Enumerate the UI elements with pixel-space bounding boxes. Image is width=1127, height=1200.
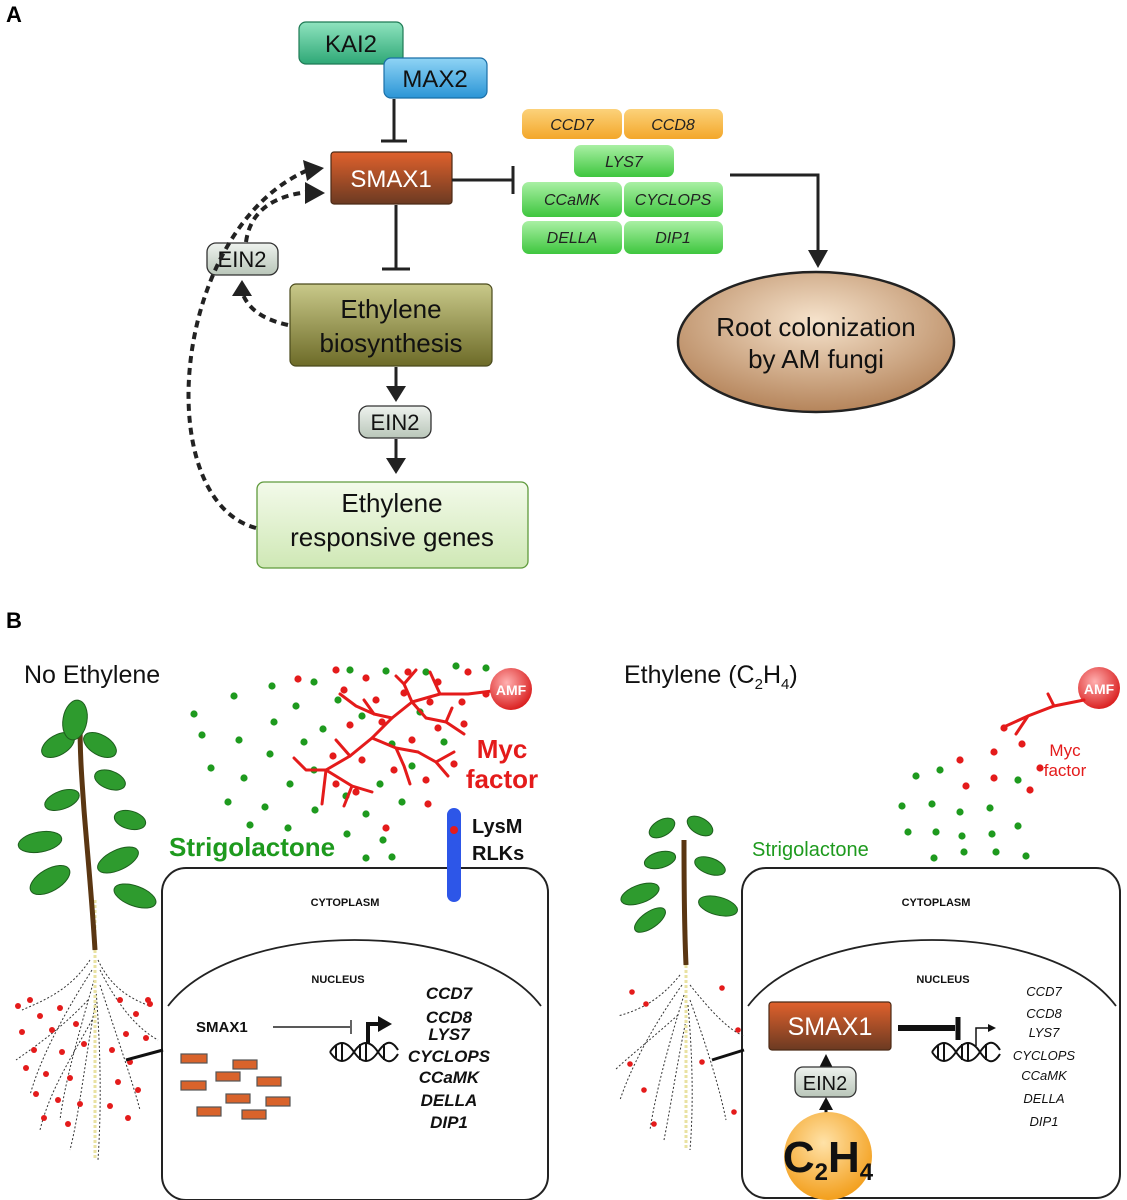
myc-factor-dots-right [956, 724, 1044, 794]
gene-lys7: LYS7 [574, 145, 674, 177]
kai2-box: KAI2 [298, 21, 404, 65]
gene-list-left: CCD7 CCD8 LYS7 CYCLOPS CCaMK DELLA DIP1 [408, 984, 491, 1132]
nucleus-left [167, 939, 542, 1007]
lysm-label: LysM [472, 816, 522, 838]
smax1-box-right: SMAX1 [768, 1001, 892, 1051]
strigolactone-dots-right [898, 766, 1030, 862]
svg-text:AMF: AMF [1084, 681, 1115, 697]
amf-hyphae-left [292, 668, 502, 808]
arrow-genes-colonization [730, 173, 820, 250]
ein2-mid-box: EIN2 [358, 405, 432, 439]
svg-text:DELLA: DELLA [547, 230, 598, 247]
root-colonization-ellipse: Root colonization by AM fungi [676, 270, 956, 414]
svg-text:biosynthesis: biosynthesis [319, 328, 462, 358]
kai2-label: KAI2 [325, 31, 377, 58]
myc-factor-dots-left [294, 666, 490, 832]
gene-cyclops: CYCLOPS [624, 182, 723, 217]
lysm-rlk-receptor [447, 808, 461, 902]
svg-text:CCaMK: CCaMK [1021, 1068, 1068, 1083]
ethylene-biosynthesis-box: Ethylene biosynthesis [289, 283, 493, 367]
ein2-side-box: EIN2 [206, 242, 279, 276]
dashed-loop-responsive-smax1 [186, 168, 309, 530]
max2-box: MAX2 [383, 57, 488, 99]
smax1-fragments [180, 1053, 291, 1120]
smax1-label-left: SMAX1 [196, 1019, 248, 1036]
svg-text:responsive genes: responsive genes [290, 522, 494, 552]
dna-left [329, 1041, 399, 1063]
svg-text:CCaMK: CCaMK [544, 192, 601, 209]
svg-text:C2H4: C2H4 [783, 1133, 874, 1186]
gene-dip1: DIP1 [624, 221, 723, 254]
smax1-box: SMAX1 [330, 151, 453, 205]
strigolactone-label-left: Strigolactone [169, 832, 335, 862]
max2-label: MAX2 [402, 66, 467, 93]
cytoplasm-label-right: CYTOPLASM [902, 897, 971, 909]
svg-text:EIN2: EIN2 [218, 247, 267, 272]
svg-text:DIP1: DIP1 [430, 1113, 468, 1132]
amf-circle-left: AMF [490, 668, 532, 710]
svg-text:by AM fungi: by AM fungi [748, 344, 884, 374]
amf-circle-right: AMF [1078, 667, 1120, 709]
dna-right [931, 1041, 1001, 1063]
plant-left [15, 699, 164, 1161]
gene-ccd7: CCD7 [522, 109, 622, 139]
strigolactone-label-right: Strigolactone [752, 839, 869, 861]
gene-della: DELLA [522, 221, 622, 254]
myc-factor-label-left-1: Myc [477, 734, 528, 764]
svg-text:Ethylene: Ethylene [340, 294, 441, 324]
svg-text:CCD8: CCD8 [426, 1008, 473, 1027]
svg-text:CCD8: CCD8 [1026, 1006, 1062, 1021]
dashed-loop-ethylene-ein2 [240, 291, 289, 327]
promoter-arrow-left [366, 1022, 380, 1044]
promoter-arrow-right [975, 1027, 990, 1046]
svg-text:CCD7: CCD7 [550, 117, 595, 134]
svg-text:CCD7: CCD7 [1026, 984, 1062, 999]
nucleus-label-left: NUCLEUS [311, 974, 364, 986]
dashed-loop-ein2-smax1 [244, 190, 309, 243]
svg-text:CYCLOPS: CYCLOPS [1013, 1048, 1075, 1063]
svg-text:DELLA: DELLA [1023, 1091, 1064, 1106]
myc-factor-label-right-2: factor [1044, 761, 1087, 780]
svg-text:DIP1: DIP1 [1030, 1114, 1059, 1129]
ethylene-responsive-box: Ethylene responsive genes [256, 481, 529, 569]
gene-ccd8: CCD8 [624, 109, 723, 139]
svg-text:Ethylene: Ethylene [341, 488, 442, 518]
svg-text:EIN2: EIN2 [803, 1073, 847, 1095]
svg-text:CCaMK: CCaMK [419, 1068, 481, 1087]
svg-text:CCD8: CCD8 [651, 117, 695, 134]
svg-text:DELLA: DELLA [421, 1091, 478, 1110]
nucleus-label-right: NUCLEUS [916, 974, 969, 986]
svg-text:SMAX1: SMAX1 [788, 1013, 873, 1041]
ein2-box-right: EIN2 [794, 1066, 857, 1098]
myc-factor-label-right-1: Myc [1049, 741, 1081, 760]
plant-right [614, 815, 745, 1151]
svg-text:LYS7: LYS7 [428, 1025, 471, 1044]
cytoplasm-label-left: CYTOPLASM [311, 897, 380, 909]
svg-text:LYS7: LYS7 [1029, 1025, 1060, 1040]
panel-b-label: B [6, 608, 22, 633]
ethylene-title: Ethylene (C2H4) [624, 661, 798, 693]
rlks-label: RLKs [472, 843, 524, 865]
svg-text:Root colonization: Root colonization [716, 312, 915, 342]
nucleus-right [747, 939, 1117, 1007]
panel-a-label: A [6, 2, 22, 27]
svg-text:CCD7: CCD7 [426, 984, 474, 1003]
svg-text:CYCLOPS: CYCLOPS [408, 1047, 491, 1066]
gene-ccamk: CCaMK [522, 182, 622, 217]
amf-hyphae-right [1004, 692, 1086, 736]
gene-list-right: CCD7 CCD8 LYS7 CYCLOPS CCaMK DELLA DIP1 [1013, 984, 1075, 1129]
smax1-label: SMAX1 [350, 166, 431, 193]
svg-text:CYCLOPS: CYCLOPS [635, 192, 712, 209]
svg-text:LYS7: LYS7 [605, 154, 644, 171]
no-ethylene-title: No Ethylene [24, 661, 160, 689]
svg-text:AMF: AMF [496, 682, 527, 698]
myc-factor-label-left-2: factor [466, 764, 538, 794]
svg-text:EIN2: EIN2 [371, 410, 420, 435]
svg-text:DIP1: DIP1 [655, 230, 691, 247]
c2h4-circle: C2H4 [783, 1112, 874, 1200]
